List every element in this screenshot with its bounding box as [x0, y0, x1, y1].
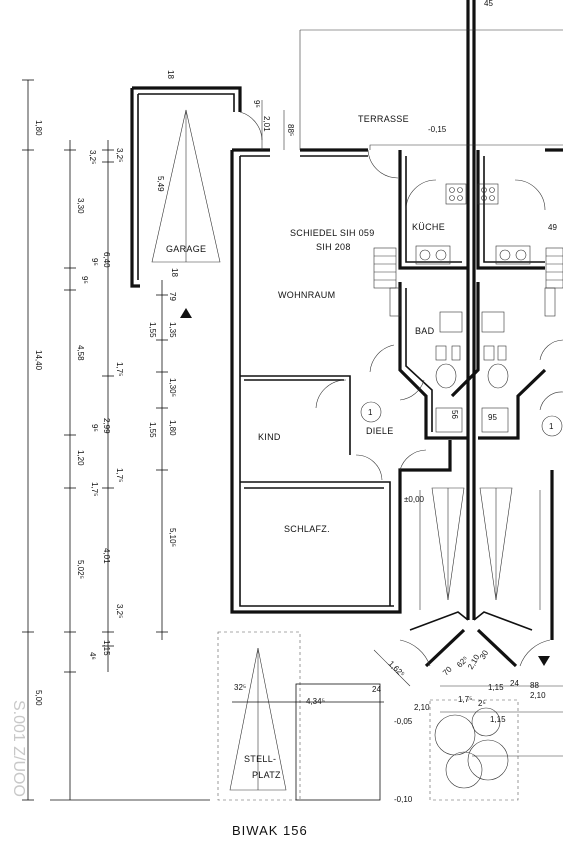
- circle-mark-1-a: 1: [368, 408, 373, 417]
- dim-garage-549: 5,49: [156, 176, 165, 192]
- dim-325-c: 3,2⁵: [115, 604, 124, 618]
- dim-bottom-1625: 1,62⁵: [387, 659, 407, 679]
- stamp-text: S.001 Z/UOO: [10, 700, 27, 797]
- terrasse: TERRASSE -0,15 9⁵ 2,01 88⁵ 45: [252, 0, 563, 179]
- dim-325-b: 3,2⁵: [115, 148, 124, 162]
- bad-label: BAD: [415, 326, 435, 336]
- dim-6-40: 6,40: [102, 252, 111, 268]
- stellplatz: STELL- PLATZ 32⁵ 4,34⁵ 24 -0,05 -0,10: [217, 631, 413, 804]
- dim-bottom-210-a: 2,10: [414, 703, 430, 712]
- bath-fixtures: 56 95: [389, 287, 556, 433]
- dim-4-58: 4,58: [76, 345, 85, 361]
- dim-bottom-24-b: 24: [510, 679, 519, 688]
- north-arrow-icon-right: [538, 656, 550, 666]
- terrasse-level: -0,15: [428, 125, 447, 134]
- dim-bottom-25: 2⁵: [478, 699, 486, 708]
- plan-title: BIWAK 156: [232, 823, 308, 838]
- dim-garage-18-b: 18: [170, 268, 179, 277]
- dim-175-b: 1,7⁵: [115, 468, 124, 482]
- dim-right-95: 95: [488, 413, 497, 422]
- dim-95-c: 9⁵: [90, 424, 99, 432]
- dim-right-56: 56: [450, 410, 459, 419]
- garage-label: GARAGE: [166, 244, 206, 254]
- entry-path-circles: [429, 699, 563, 801]
- stellplatz-label-2: PLATZ: [252, 770, 281, 780]
- dim-1-20: 1,20: [76, 450, 85, 466]
- dim-95-a: 9⁵: [90, 258, 99, 266]
- garage: GARAGE 18 5,49 18 79: [130, 70, 263, 318]
- entry-level: ±0,00: [404, 495, 425, 504]
- dim-175-c: 1,7⁵: [90, 482, 99, 496]
- dim-top-95: 9⁵: [252, 100, 261, 108]
- sih-label: SIH 208: [316, 242, 351, 252]
- wohnraum-label: WOHNRAUM: [278, 290, 335, 300]
- dim-bottom-210-c: 2,10: [530, 691, 546, 700]
- dim-95-b: 9⁵: [80, 276, 89, 284]
- dim-1-55-b: 1,55: [148, 422, 157, 438]
- kitchen-fixtures: 49: [405, 179, 557, 265]
- house-walls: [230, 0, 563, 668]
- dim-top-201: 2,01: [262, 116, 271, 132]
- schlafz-label: SCHLAFZ.: [284, 524, 330, 534]
- terrasse-label: TERRASSE: [358, 114, 409, 124]
- north-arrow-icon: [180, 308, 192, 318]
- dim-2-99: 2,99: [102, 418, 111, 434]
- stellplatz-label-1: STELL-: [244, 754, 276, 764]
- dim-bottom-115-a: 1,15: [488, 683, 504, 692]
- dim-garage-79: 79: [168, 292, 177, 301]
- dim-4-01: 4,01: [102, 548, 111, 564]
- dim-46: 4⁶: [88, 652, 97, 660]
- dim-325-a: 3,2⁵: [88, 150, 97, 164]
- kueche-label: KÜCHE: [412, 222, 445, 232]
- dim-bottom-325: 32⁵: [234, 683, 246, 692]
- parking-bays: [419, 487, 541, 610]
- dim-bottom-115-b: 1,15: [490, 715, 506, 724]
- diele-label: DIELE: [366, 426, 394, 436]
- dim-bottom-88: 88: [530, 681, 539, 690]
- door-swings: [315, 339, 563, 667]
- dim-1-15: 1,15: [102, 640, 111, 656]
- dim-right-49: 49: [548, 223, 557, 232]
- dim-14-40: 14,40: [34, 350, 43, 371]
- dims-outer-labels: 1,80 14,40 5,00: [34, 120, 43, 706]
- dim-5-00: 5,00: [34, 690, 43, 706]
- circle-mark-1-b: 1: [549, 422, 554, 431]
- dim-bottom-175: 1,7⁵: [458, 695, 472, 704]
- dim-175-a: 1,7⁵: [115, 362, 124, 376]
- dim-garage-18-a: 18: [166, 70, 175, 79]
- dim-1-55-a: 1,55: [148, 322, 157, 338]
- dim-top-885: 88⁵: [286, 124, 295, 136]
- dim-bottom-24: 24: [372, 685, 381, 694]
- circle-marks: 1 1: [360, 401, 563, 437]
- dim-5-105: 5,10⁵: [168, 528, 177, 547]
- radiator-grilles: [373, 247, 563, 289]
- kind-label: KIND: [258, 432, 281, 442]
- ground-level-1: -0,05: [394, 717, 413, 726]
- dim-1-35: 1,35: [168, 322, 177, 338]
- schiedel-label: SCHIEDEL SIH 059: [290, 228, 375, 238]
- dim-3-30: 3,30: [76, 198, 85, 214]
- dims-inner-labels: 3,2⁵ 3,2⁵ 9⁵ 9⁵ 1,7⁵ 9⁵ 1,7⁵ 1,7⁵ 3,2⁵: [80, 148, 124, 618]
- room-labels: SCHIEDEL SIH 059 SIH 208 WOHNRAUM KÜCHE …: [258, 222, 445, 534]
- dim-bottom-4345: 4,34⁵: [306, 697, 325, 706]
- dim-1-80: 1,80: [34, 120, 43, 136]
- dims-center-labels: 1,55 1,35 1,30⁵ 1,55 1,80 5,10⁵: [148, 322, 177, 547]
- dimension-chains-left: [22, 79, 210, 801]
- dims-middle-labels: 3,30 6,40 4,58 2,99 1,20 5,02⁵ 4,01 1,15…: [76, 198, 111, 660]
- dim-1-80-b: 1,80: [168, 420, 177, 436]
- dim-1-305: 1,30⁵: [168, 378, 177, 397]
- dim-top-45: 45: [484, 0, 493, 8]
- ground-level-2: -0,10: [394, 795, 413, 804]
- dim-5-025: 5,02⁵: [76, 560, 85, 579]
- dim-bottom-70: 70: [441, 664, 454, 677]
- entry-dimensions: 1,62⁵ 2,10 70 62⁵ 2,10 30 1,7⁵ 2⁵ 1,15 1…: [373, 648, 563, 724]
